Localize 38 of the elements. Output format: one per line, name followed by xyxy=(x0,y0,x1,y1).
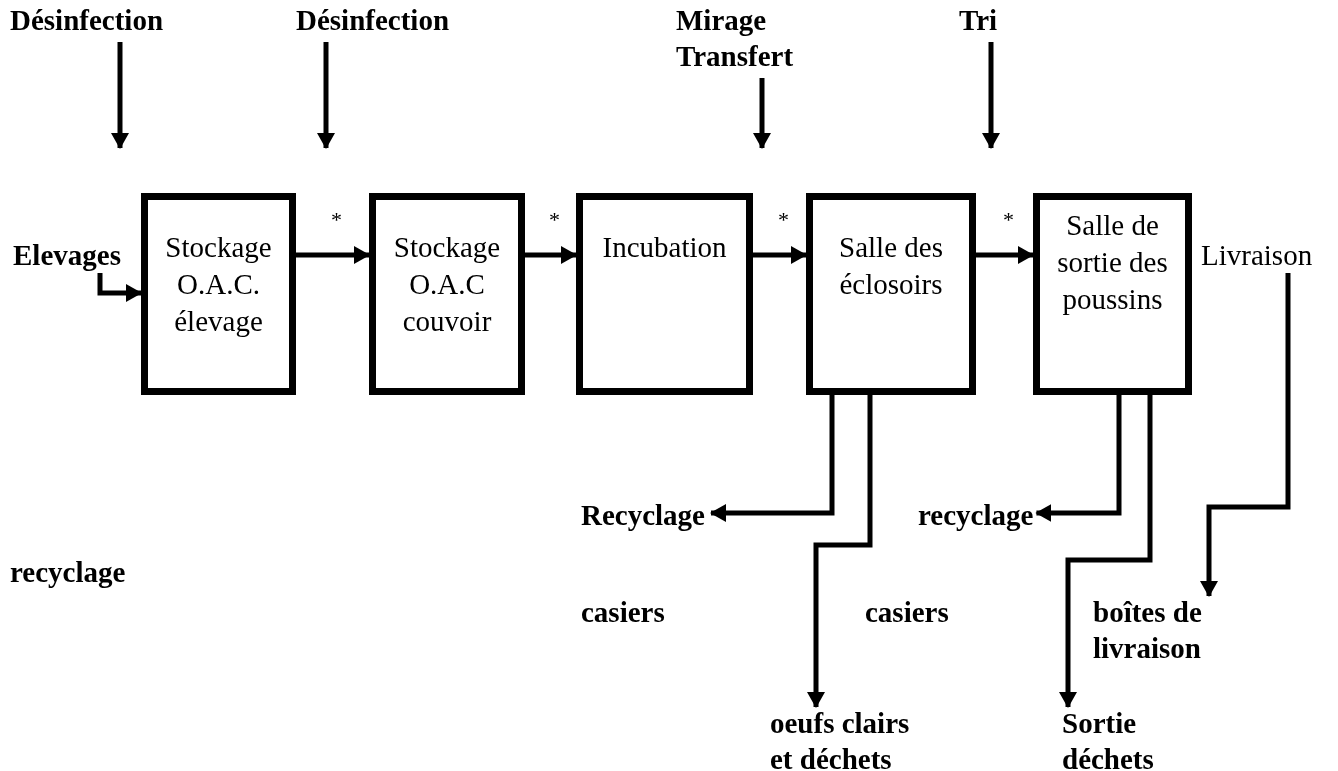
arrow xyxy=(111,42,129,149)
arrow xyxy=(97,273,142,302)
process-box xyxy=(1033,193,1192,395)
step-label: Désinfection xyxy=(10,2,164,38)
step-label: oeufs clairs et déchets xyxy=(770,705,920,771)
arrow xyxy=(1035,395,1122,522)
process-box xyxy=(576,193,753,395)
box-label: Stockage O.A.C. élevage xyxy=(164,230,273,339)
arrow xyxy=(710,395,835,522)
arrow xyxy=(525,246,577,264)
step-label: Livraison xyxy=(1201,237,1313,273)
arrow xyxy=(807,395,873,708)
step-label: boîtes de livraison xyxy=(1093,594,1225,666)
arrow xyxy=(317,42,335,149)
box-label: Incubation xyxy=(601,230,728,265)
arrow xyxy=(753,78,771,149)
step-label: Mirage Transfert xyxy=(676,2,816,74)
process-box xyxy=(369,193,525,395)
note-label: casiers xyxy=(581,595,665,630)
note-label: recyclage xyxy=(10,555,126,590)
step-label: Désinfection xyxy=(296,2,450,38)
arrow xyxy=(1200,273,1291,597)
step-label: Tri xyxy=(959,2,998,38)
arrow xyxy=(1059,395,1153,708)
process-box xyxy=(141,193,296,395)
step-label: Elevages xyxy=(13,237,121,273)
process-box xyxy=(806,193,976,395)
arrow xyxy=(753,246,807,264)
box-label: Salle des éclosoirs xyxy=(838,230,944,302)
step-label: recyclage xyxy=(918,497,1034,533)
box-label: Stockage O.A.C couvoir xyxy=(392,230,502,339)
arrow xyxy=(976,246,1034,264)
arrow xyxy=(982,42,1000,149)
note-label: casiers xyxy=(865,595,949,630)
arrow xyxy=(296,246,370,264)
step-label: Recyclage xyxy=(581,497,705,533)
step-label: Sortie déchets xyxy=(1062,705,1166,771)
box-label: Salle de sortie des poussins xyxy=(1056,208,1169,317)
